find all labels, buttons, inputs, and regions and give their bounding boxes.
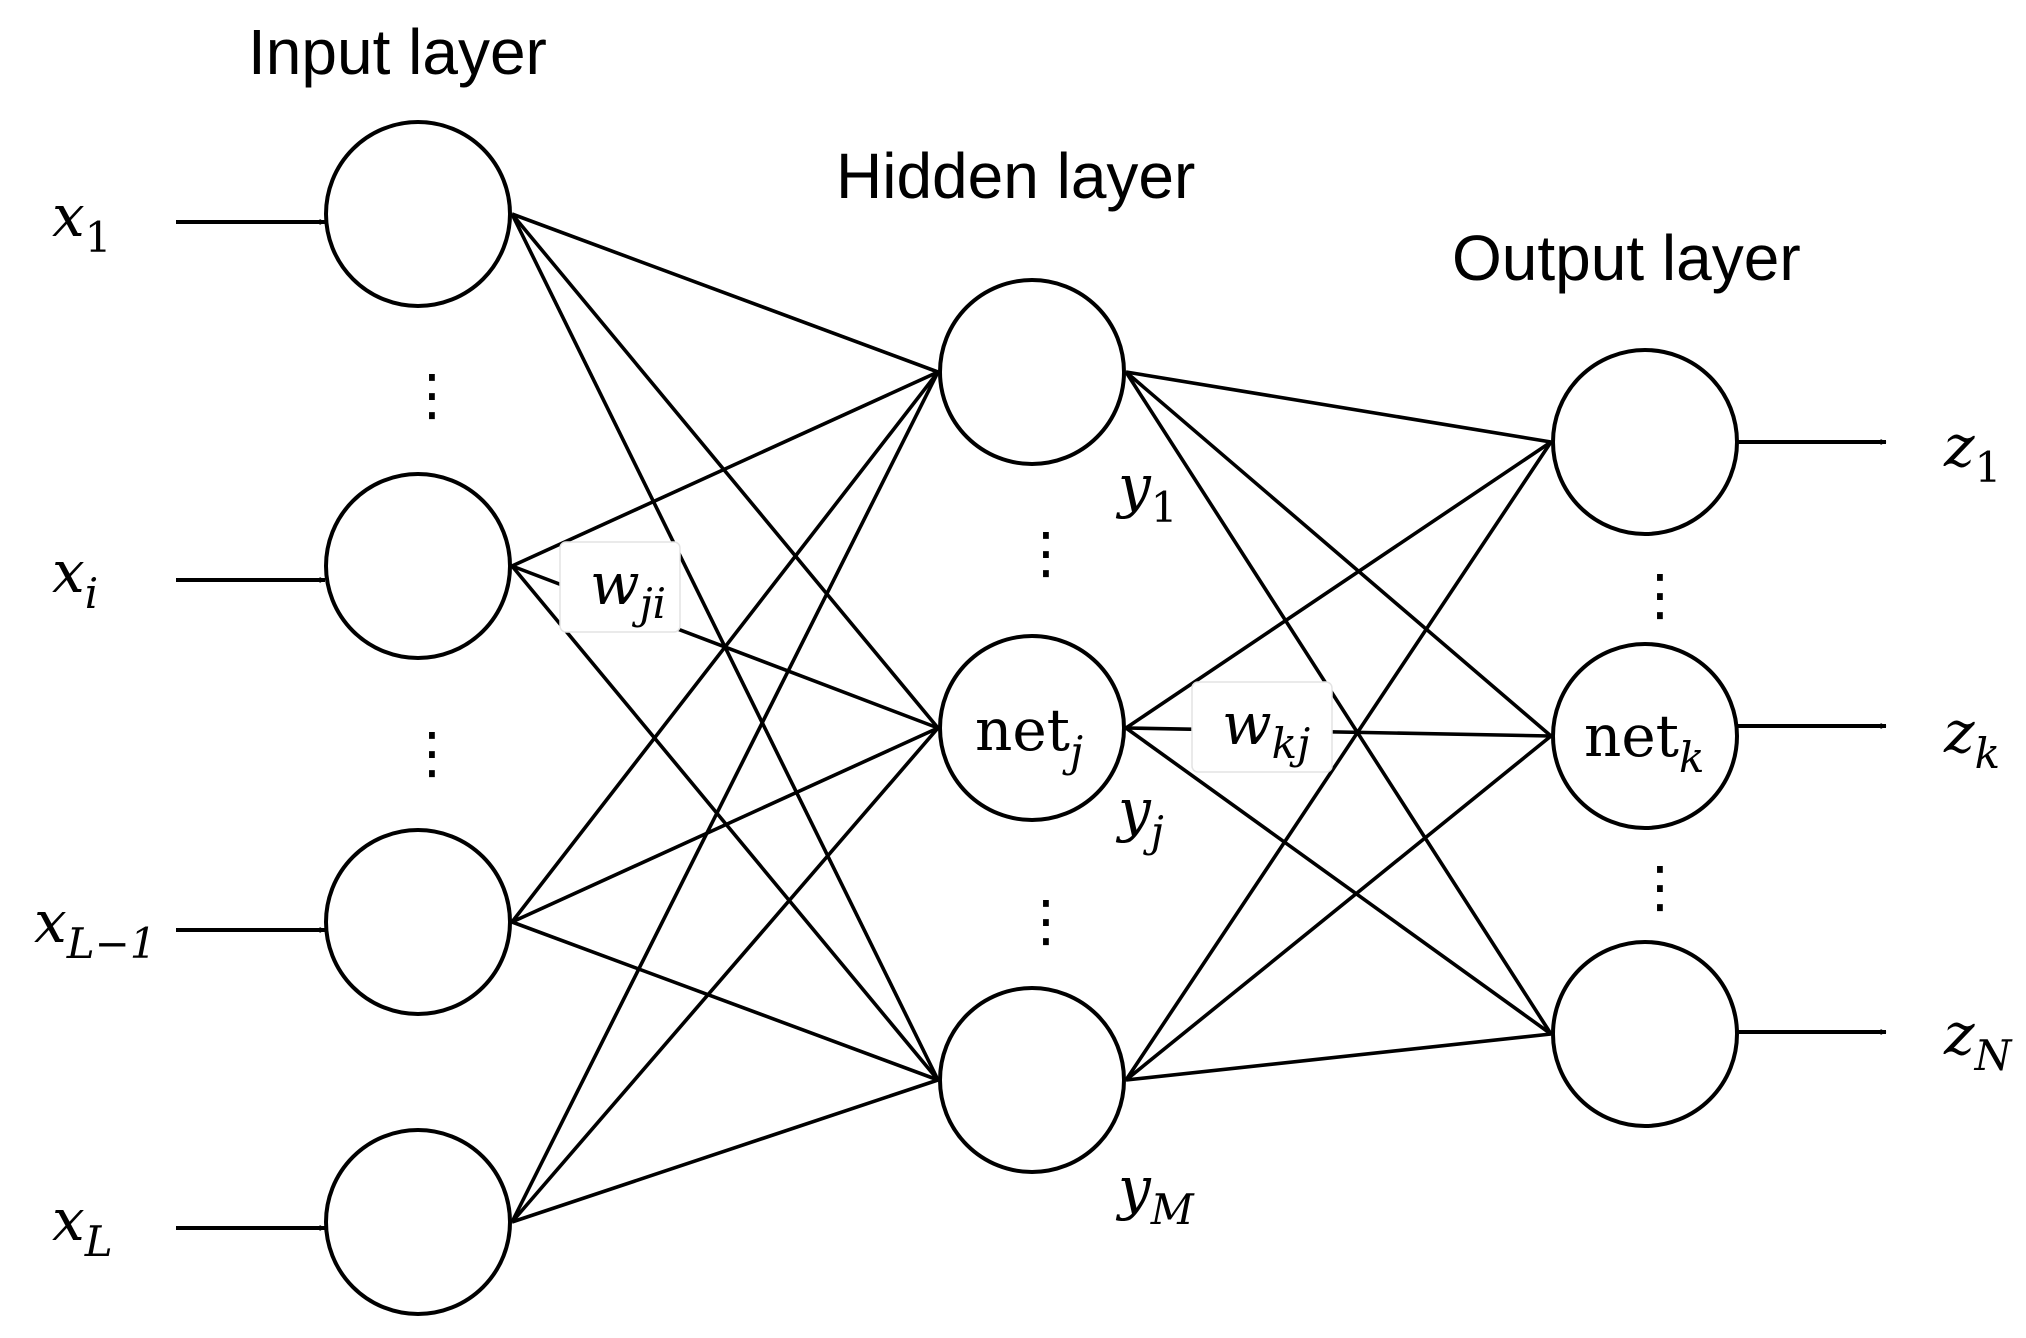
input-node-l-1 xyxy=(324,828,512,1016)
input-hidden-edge-0-1 xyxy=(510,212,940,730)
output-label-k: zk xyxy=(1943,698,2000,778)
weight-kj-base: w xyxy=(1222,690,1272,758)
input-node-i xyxy=(324,472,512,660)
input-hidden-edge-3-0 xyxy=(510,371,940,1223)
input-arrows xyxy=(176,219,326,1231)
input-hidden-edge-2-1 xyxy=(511,726,939,924)
output-arrows xyxy=(1738,439,1887,1035)
input-layer-title: Input layer xyxy=(248,16,547,88)
input-label-1: x1 xyxy=(52,182,111,262)
hidden-output-edge-1-2 xyxy=(1124,726,1553,1036)
output-nodes xyxy=(1551,348,1739,1128)
output-node-1 xyxy=(1551,348,1739,536)
input-label-l-1: xL−1 xyxy=(34,888,157,968)
hidden-node-j xyxy=(938,634,1126,822)
weight-ji-label: wji xyxy=(559,541,681,633)
output-label-n: zN xyxy=(1943,1000,2013,1080)
hidden-output-label-m: yM xyxy=(1115,1154,1195,1234)
hidden-output-edge-1-1 xyxy=(1125,726,1552,738)
input-hidden-edge-3-1 xyxy=(510,726,940,1224)
input-hidden-edge-2-0 xyxy=(510,370,940,924)
weight-kj-label: wkj xyxy=(1191,681,1333,773)
input-hidden-edge-1-2 xyxy=(510,564,940,1082)
hidden-output-edge-0-1 xyxy=(1124,370,1553,738)
output-ellipsis-upper: ⋮ xyxy=(1632,563,1688,628)
hidden-output-edge-1-0 xyxy=(1124,440,1553,730)
input-node-1 xyxy=(324,120,512,308)
weight-kj-sub: kj xyxy=(1272,719,1310,768)
input-hidden-edge-1-0 xyxy=(511,370,939,568)
hidden-output-edge-2-2 xyxy=(1125,1032,1552,1082)
connections xyxy=(510,212,1553,1224)
output-ellipsis-lower: ⋮ xyxy=(1632,855,1688,920)
hidden-layer-title: Hidden layer xyxy=(836,140,1195,212)
input-ellipsis-upper: ⋮ xyxy=(404,363,460,428)
hidden-output-edge-0-2 xyxy=(1124,371,1553,1035)
input-hidden-edge-3-2 xyxy=(511,1078,939,1224)
hidden-output-edge-2-0 xyxy=(1124,441,1553,1081)
hidden-ellipsis-upper: ⋮ xyxy=(1018,521,1074,586)
output-layer-title: Output layer xyxy=(1452,222,1801,294)
output-label-1: z1 xyxy=(1943,412,2001,492)
hidden-output-label-1: y1 xyxy=(1115,452,1178,532)
hidden-output-edge-0-0 xyxy=(1125,370,1552,444)
weight-ji-base: w xyxy=(590,550,640,618)
hidden-output-edge-2-1 xyxy=(1124,734,1553,1082)
input-label-i: xi xyxy=(52,538,98,618)
hidden-ellipsis-lower: ⋮ xyxy=(1018,889,1074,954)
output-node-k xyxy=(1551,642,1739,830)
input-hidden-edge-2-2 xyxy=(511,920,939,1082)
hidden-node-j-label: netj xyxy=(975,696,1083,776)
output-node-n xyxy=(1551,940,1739,1128)
input-nodes xyxy=(324,120,512,1316)
input-ellipsis-lower: ⋮ xyxy=(404,721,460,786)
input-node-l xyxy=(324,1128,512,1316)
svg-text:wkj: wkj xyxy=(1222,690,1310,768)
hidden-node-1 xyxy=(938,278,1126,466)
hidden-node-m xyxy=(938,986,1126,1174)
hidden-output-label-j: yj xyxy=(1115,776,1164,856)
output-node-k-label: netk xyxy=(1584,702,1704,782)
hidden-nodes xyxy=(938,278,1126,1174)
input-label-l: xL xyxy=(52,1186,113,1266)
input-hidden-edge-0-0 xyxy=(511,212,939,374)
